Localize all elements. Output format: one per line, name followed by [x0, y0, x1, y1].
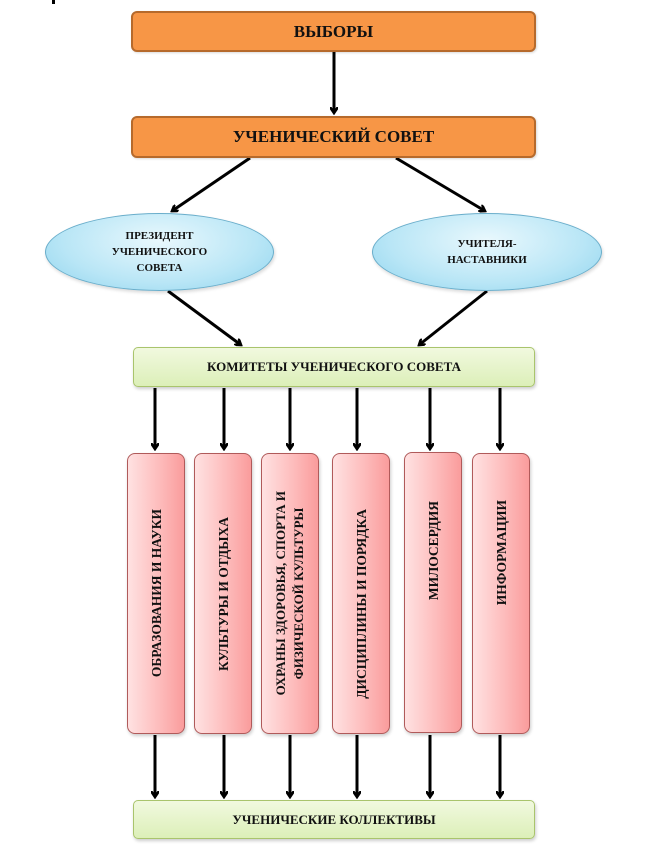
student-council-box: УЧЕНИЧЕСКИЙ СОВЕТ — [131, 116, 536, 158]
committee-label: ОХРАНЫ ЗДОРОВЬЯ, СПОРТА И ФИЗИЧЕСКОЙ КУЛ… — [272, 491, 308, 695]
committee-culture: КУЛЬТУРЫ И ОТДЫХА — [194, 453, 252, 734]
elections-box: ВЫБОРЫ — [131, 11, 536, 52]
committee-charity: МИЛОСЕРДИЯ — [404, 452, 462, 733]
committee-discipline: ДИСЦИПЛИНЫ И ПОРЯДКА — [332, 453, 390, 734]
president-ellipse: ПРЕЗИДЕНТ УЧЕНИЧЕСКОГО СОВЕТА — [45, 213, 274, 291]
committee-label: ДИСЦИПЛИНЫ И ПОРЯДКА — [353, 508, 369, 699]
student-council-label: УЧЕНИЧЕСКИЙ СОВЕТ — [232, 127, 435, 146]
committees-label: КОМИТЕТЫ УЧЕНИЧЕСКОГО СОВЕТА — [207, 359, 461, 374]
stray-mark — [52, 0, 55, 4]
mentors-line: УЧИТЕЛЯ- — [457, 238, 517, 250]
committee-label: ИНФОРМАЦИИ — [493, 499, 509, 606]
arrow-mentors-to-committees — [419, 289, 488, 345]
arrow-council-to-mentors — [395, 156, 485, 211]
arrow-president-to-committees — [167, 289, 241, 345]
committee-label: МИЛОСЕРДИЯ — [425, 500, 441, 601]
mentors-ellipse: УЧИТЕЛЯ- НАСТАВНИКИ — [372, 213, 602, 291]
student-groups-box: УЧЕНИЧЕСКИЕ КОЛЛЕКТИВЫ — [133, 800, 535, 839]
committee-label: КУЛЬТУРЫ И ОТДЫХА — [215, 516, 231, 671]
mentors-line: НАСТАВНИКИ — [447, 254, 527, 266]
committee-education: ОБРАЗОВАНИЯ И НАУКИ — [127, 453, 185, 734]
president-line: УЧЕНИЧЕСКОГО — [111, 246, 208, 258]
committee-label-line: ОХРАНЫ ЗДОРОВЬЯ, СПОРТА И — [273, 491, 288, 696]
president-line: СОВЕТА — [136, 262, 183, 274]
arrow-council-to-president — [172, 156, 251, 211]
committees-box: КОМИТЕТЫ УЧЕНИЧЕСКОГО СОВЕТА — [133, 347, 535, 387]
student-groups-label: УЧЕНИЧЕСКИЕ КОЛЛЕКТИВЫ — [232, 811, 436, 827]
committee-information: ИНФОРМАЦИИ — [472, 453, 530, 734]
president-label: ПРЕЗИДЕНТ УЧЕНИЧЕСКОГО СОВЕТА — [112, 228, 208, 276]
elections-label: ВЫБОРЫ — [293, 21, 374, 41]
committee-label: ОБРАЗОВАНИЯ И НАУКИ — [148, 509, 164, 678]
president-line: ПРЕЗИДЕНТ — [125, 230, 194, 242]
committee-health-sport: ОХРАНЫ ЗДОРОВЬЯ, СПОРТА И ФИЗИЧЕСКОЙ КУЛ… — [261, 453, 319, 734]
mentors-label: УЧИТЕЛЯ- НАСТАВНИКИ — [447, 236, 527, 268]
committee-label-line: ФИЗИЧЕСКОЙ КУЛЬТУРЫ — [291, 507, 306, 680]
